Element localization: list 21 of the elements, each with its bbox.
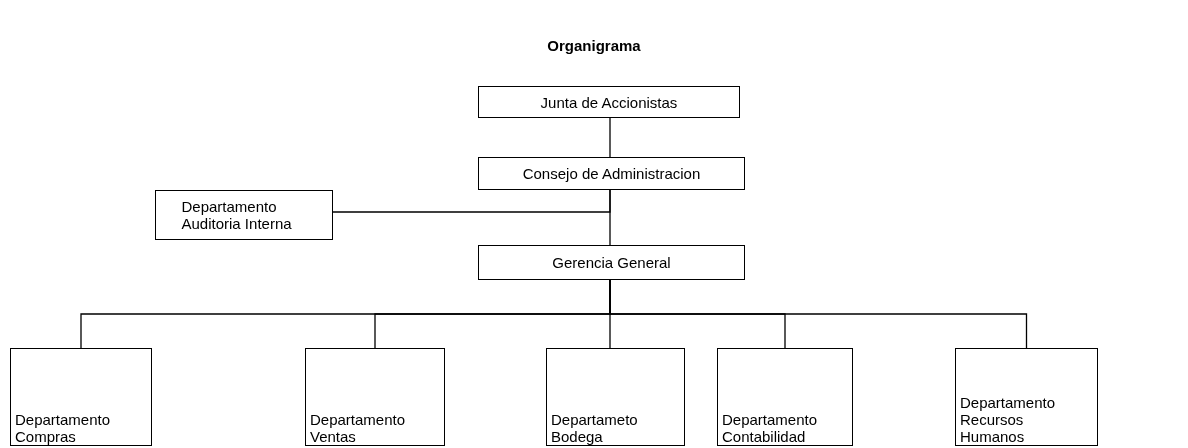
chart-title: Organigrama: [546, 37, 642, 54]
connector-line: [332, 189, 611, 213]
org-box: [546, 348, 685, 446]
org-box: [478, 86, 740, 118]
box-label: Departamento Ventas: [310, 411, 407, 445]
org-box: [717, 348, 853, 446]
org-box: [955, 348, 1098, 446]
org-box: [305, 348, 445, 446]
box-label: Departamento Auditoria Interna: [181, 198, 293, 232]
box-label: Consejo de Administracion: [522, 165, 701, 182]
box-label: Departamento Recursos Humanos: [960, 394, 1057, 445]
box-label: Departamento Contabilidad: [722, 411, 819, 445]
box-label: Departameto Bodega: [551, 411, 639, 445]
org-box: [478, 245, 745, 280]
org-box: [10, 348, 152, 446]
box-label: Gerencia General: [552, 254, 671, 271]
box-label: Junta de Accionistas: [540, 93, 678, 111]
box-label: Departamento Compras: [15, 411, 112, 445]
connector-line: [609, 117, 611, 158]
org-box: [155, 190, 333, 240]
org-box: [478, 157, 745, 190]
